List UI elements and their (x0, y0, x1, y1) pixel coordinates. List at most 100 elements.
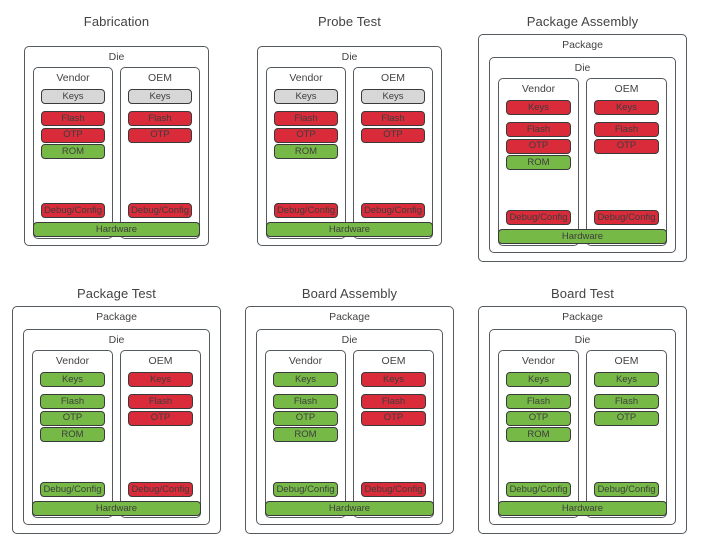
chip-flash-oem: Flash (361, 111, 425, 126)
chip-keys-oem: Keys (361, 372, 426, 387)
chip-otp-oem: OTP (361, 127, 425, 143)
chip-rom-vendor: ROM (506, 155, 571, 170)
chip-debug-vendor: Debug/Config (274, 203, 338, 218)
package-label: Package (562, 311, 603, 323)
chip-otp-oem: OTP (594, 410, 659, 426)
chip-keys-vendor: Keys (273, 372, 338, 387)
die-label: Die (108, 51, 125, 63)
die-label: Die (108, 334, 125, 346)
chip-keys-oem: Keys (128, 89, 192, 104)
panel-title: Fabrication (83, 14, 150, 29)
hardware-bar: Hardware (32, 501, 201, 516)
chip-flash-oem: Flash (128, 111, 192, 126)
chip-otp-vendor: OTP (273, 410, 338, 426)
chip-otp-oem: OTP (594, 138, 659, 154)
package-label: Package (96, 311, 137, 323)
chip-otp-vendor: OTP (40, 410, 105, 426)
column-vendor-label: Vendor (56, 72, 90, 84)
chip-flash-vendor: Flash (506, 394, 571, 409)
hardware-bar: Hardware (498, 501, 667, 516)
chip-keys-vendor: Keys (41, 89, 105, 104)
panel-title: Board Test (551, 286, 614, 301)
chip-debug-oem: Debug/Config (128, 203, 192, 218)
chip-flash-vendor: Flash (506, 122, 571, 137)
chip-keys-oem: Keys (594, 372, 659, 387)
chip-otp-vendor: OTP (274, 127, 338, 143)
chip-otp-oem: OTP (128, 127, 192, 143)
panel-title: Probe Test (318, 14, 381, 29)
column-oem-label: OEM (614, 83, 639, 95)
hardware-bar: Hardware (33, 222, 200, 237)
hardware-bar: Hardware (266, 222, 433, 237)
chip-keys-oem: Keys (128, 372, 193, 387)
chip-flash-oem: Flash (594, 122, 659, 137)
chip-rom-vendor: ROM (506, 427, 571, 442)
chip-flash-vendor: Flash (41, 111, 105, 126)
chip-debug-oem: Debug/Config (128, 482, 193, 497)
chip-otp-vendor: OTP (506, 410, 571, 426)
column-vendor-label: Vendor (289, 72, 323, 84)
column-vendor-label: Vendor (521, 355, 556, 367)
chip-keys-oem: Keys (361, 89, 425, 104)
chip-keys-vendor: Keys (274, 89, 338, 104)
chip-debug-vendor: Debug/Config (506, 482, 571, 497)
column-oem-label: OEM (614, 355, 639, 367)
chip-debug-vendor: Debug/Config (41, 203, 105, 218)
chip-flash-oem: Flash (594, 394, 659, 409)
die-label: Die (341, 334, 358, 346)
column-oem-label: OEM (381, 355, 406, 367)
chip-flash-oem: Flash (361, 394, 426, 409)
column-oem-label: OEM (148, 355, 173, 367)
chip-keys-vendor: Keys (506, 372, 571, 387)
chip-flash-vendor: Flash (40, 394, 105, 409)
chip-rom-vendor: ROM (41, 144, 105, 159)
panel-title: Board Assembly (301, 286, 398, 301)
chip-debug-oem: Debug/Config (361, 203, 425, 218)
chip-rom-vendor: ROM (40, 427, 105, 442)
chip-debug-vendor: Debug/Config (506, 210, 571, 225)
column-oem-label: OEM (381, 72, 405, 84)
column-vendor-label: Vendor (288, 355, 323, 367)
chip-debug-vendor: Debug/Config (273, 482, 338, 497)
chip-debug-vendor: Debug/Config (40, 482, 105, 497)
package-label: Package (329, 311, 370, 323)
chip-otp-vendor: OTP (41, 127, 105, 143)
